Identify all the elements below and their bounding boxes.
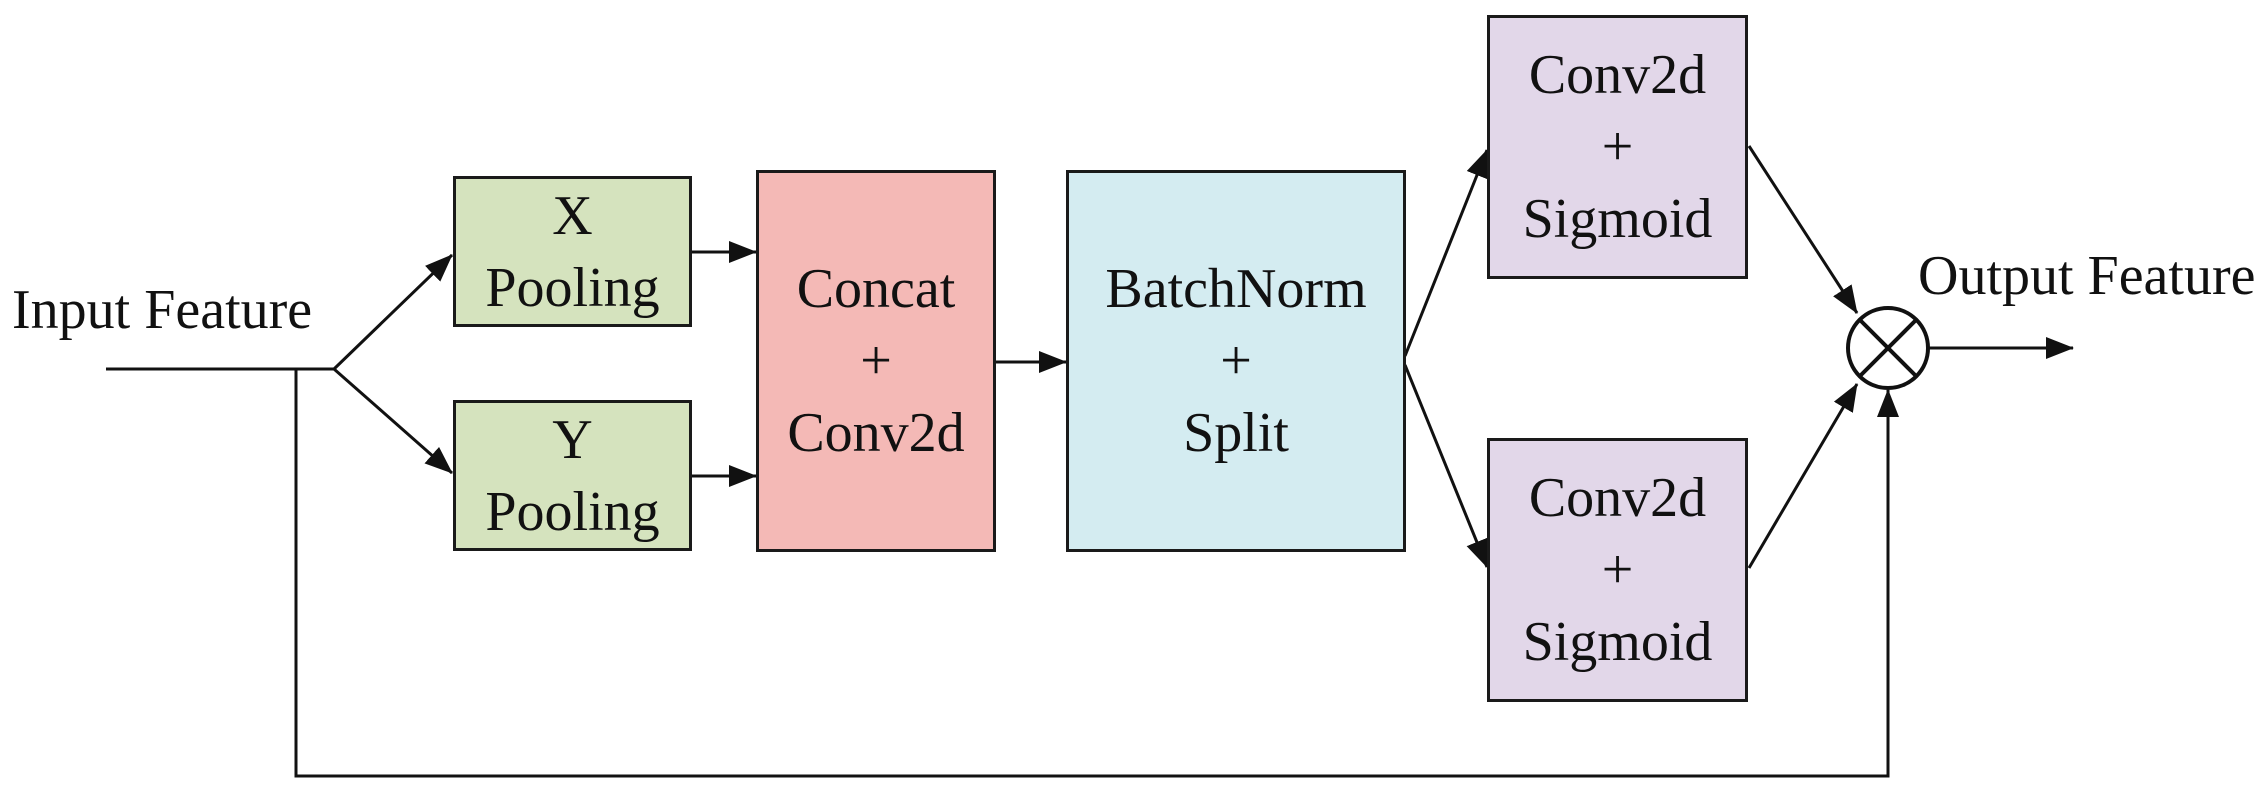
- circled-times-icon: [1846, 306, 1930, 390]
- y-pooling-line1: Y: [552, 408, 593, 471]
- batchnorm-split-box: BatchNorm + Split: [1066, 170, 1406, 552]
- batchnorm-line1: BatchNorm: [1105, 258, 1367, 320]
- y-pooling-line2: Pooling: [485, 480, 660, 543]
- batchnorm-line2: +: [1220, 330, 1252, 392]
- arrow-to-y-pooling: [333, 367, 453, 475]
- skip-connection: [294, 369, 1899, 778]
- conv2d-sigmoid-bottom-box: Conv2d + Sigmoid: [1487, 438, 1748, 702]
- conv2d-sigmoid-top-box: Conv2d + Sigmoid: [1487, 15, 1748, 279]
- arrow-to-sigmoid-top: [1403, 149, 1489, 357]
- batchnorm-line3: Split: [1183, 402, 1289, 464]
- concat-line1: Concat: [796, 258, 956, 320]
- x-pooling-box: X Pooling: [453, 176, 692, 327]
- x-pooling-line1: X: [552, 184, 593, 247]
- output-feature-label: Output Feature: [1918, 245, 2256, 307]
- sig-top-line2: +: [1601, 116, 1634, 178]
- sig-top-line1: Conv2d: [1528, 44, 1707, 106]
- concat-conv2d-box: Concat + Conv2d: [756, 170, 996, 552]
- sig-bottom-line2: +: [1601, 539, 1634, 601]
- input-feature-label: Input Feature: [12, 279, 313, 341]
- arrow-sig-top-to-multiply: [1747, 145, 1859, 314]
- sig-bottom-line1: Conv2d: [1528, 467, 1707, 529]
- arrow-to-x-pooling: [332, 253, 454, 371]
- x-pooling-line2: Pooling: [485, 256, 660, 319]
- arrow-to-sigmoid-bottom: [1403, 364, 1489, 568]
- concat-line2: +: [860, 330, 892, 392]
- concat-line3: Conv2d: [787, 402, 965, 464]
- sig-top-line3: Sigmoid: [1522, 188, 1713, 250]
- sig-bottom-line3: Sigmoid: [1522, 611, 1713, 673]
- arrow-sig-bottom-to-multiply: [1747, 383, 1859, 569]
- y-pooling-box: Y Pooling: [453, 400, 692, 551]
